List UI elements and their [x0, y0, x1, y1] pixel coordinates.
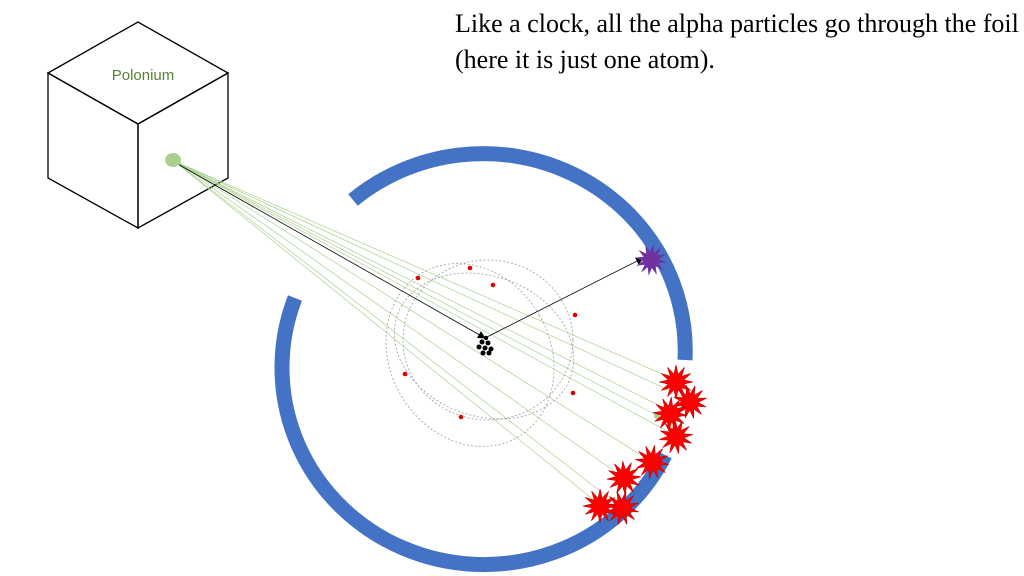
- electron: [415, 275, 421, 281]
- hit-flash: [673, 385, 707, 419]
- alpha-source-dot: [165, 153, 181, 167]
- orbit: [402, 259, 574, 421]
- alpha-path: [173, 160, 673, 413]
- electron: [467, 265, 473, 271]
- ring-arc-upper: [348, 146, 693, 361]
- hit-flash: [606, 460, 642, 496]
- electrons: [402, 265, 578, 420]
- alpha-path: [173, 160, 677, 437]
- nucleon: [482, 345, 488, 351]
- hit-flash: [659, 420, 693, 454]
- nucleon: [483, 335, 489, 341]
- electron: [490, 282, 496, 288]
- alpha-paths: [173, 160, 691, 509]
- deflected-arrow: [484, 257, 644, 339]
- alpha-path: [173, 160, 677, 381]
- nucleon: [476, 344, 482, 350]
- alpha-path: [173, 160, 653, 463]
- alpha-path: [173, 160, 623, 509]
- polonium-label: Polonium: [112, 67, 175, 84]
- electron: [402, 371, 408, 377]
- ring-arc-lower: [274, 295, 672, 573]
- alpha-path: [173, 160, 601, 506]
- nucleon: [486, 350, 492, 356]
- deflected-path: [175, 162, 644, 339]
- nucleon: [479, 339, 485, 345]
- electron: [570, 390, 576, 396]
- caption-text: Like a clock, all the alpha particles go…: [455, 9, 1019, 74]
- alpha-path: [173, 160, 659, 417]
- hit-flash: [635, 445, 669, 479]
- nucleon: [480, 350, 486, 356]
- orbit: [393, 272, 575, 420]
- alpha-path: [173, 160, 625, 479]
- orbit: [385, 263, 555, 447]
- deflected-flash: [635, 244, 667, 276]
- nucleon: [485, 340, 491, 346]
- box-left-face: [47, 71, 139, 230]
- polonium-box: Polonium: [46, 21, 230, 230]
- incoming-arrow: [175, 162, 486, 339]
- nucleon: [488, 346, 494, 352]
- hit-flash: [582, 488, 618, 524]
- electron: [572, 312, 578, 318]
- nucleus: [476, 335, 494, 356]
- electron: [458, 414, 464, 420]
- detection-ring: [274, 146, 693, 573]
- box-right-face: [137, 71, 229, 230]
- scintillation-flashes: [582, 244, 707, 525]
- atom-orbits: [385, 259, 575, 447]
